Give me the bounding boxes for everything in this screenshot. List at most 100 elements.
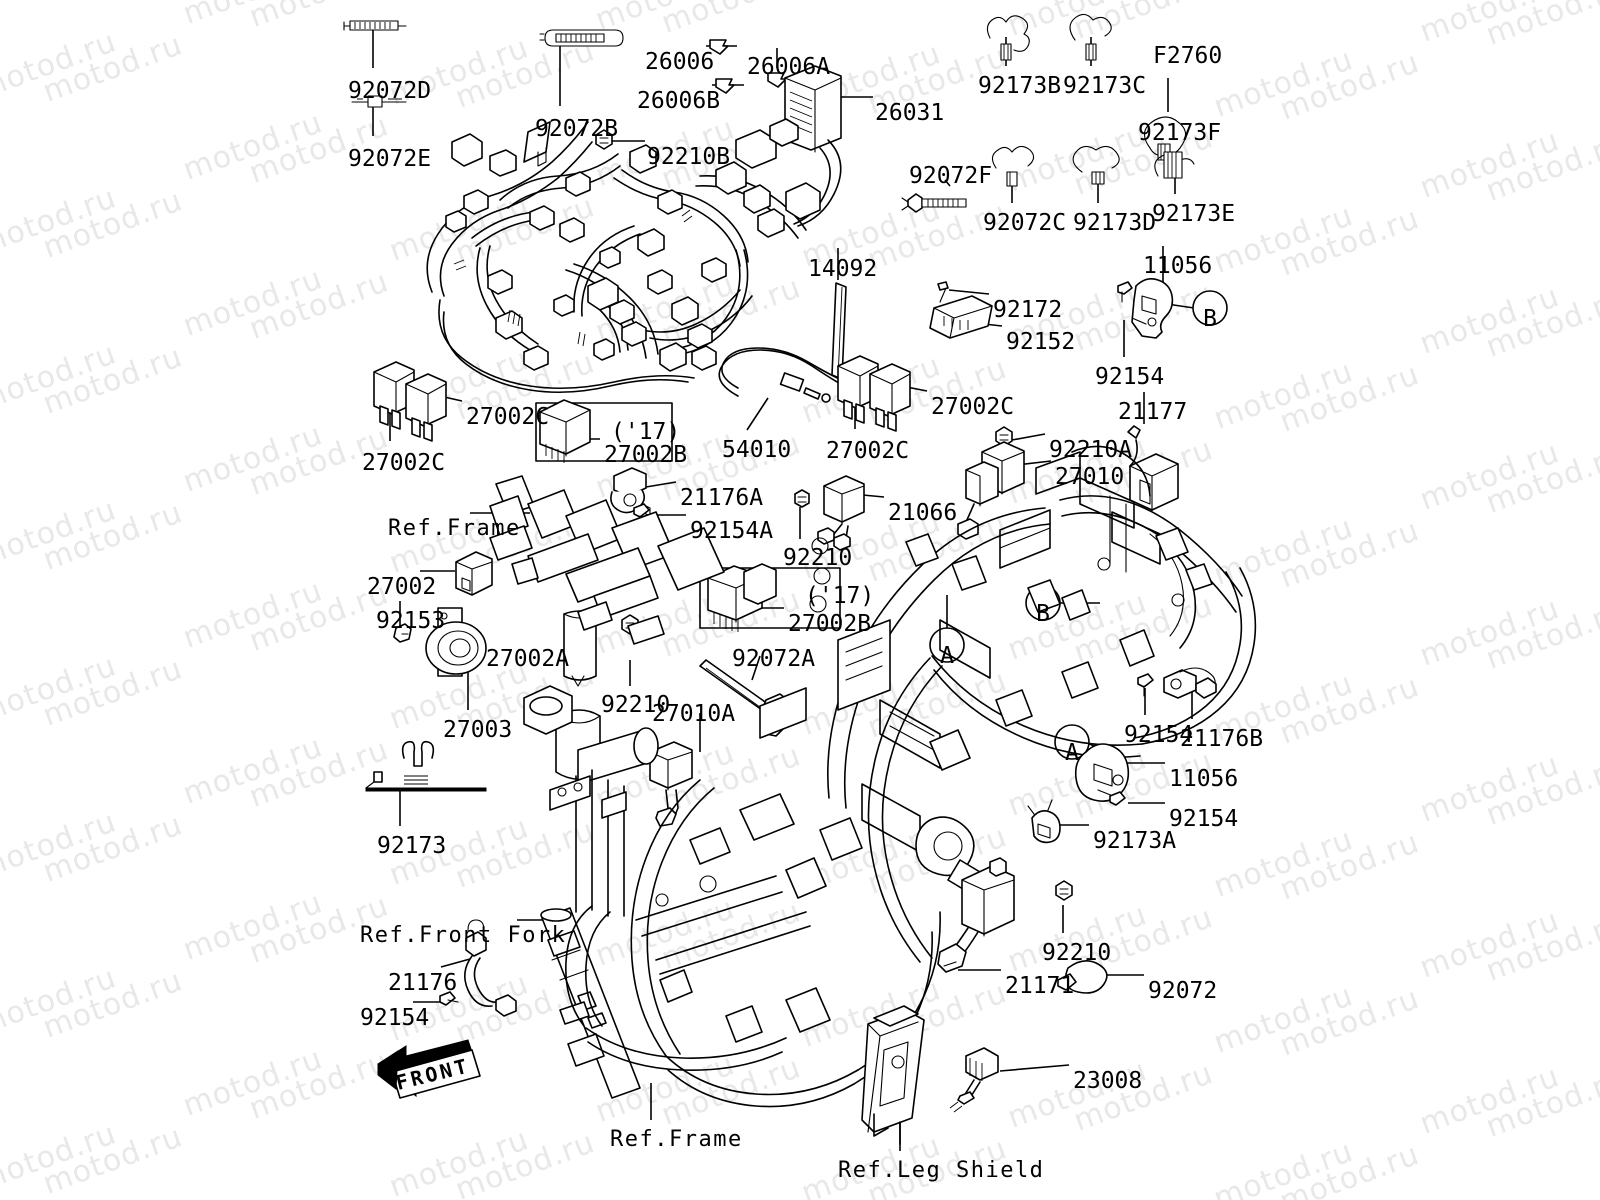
part-92210A-nut <box>995 426 1013 447</box>
part-21176B-sensor <box>1163 667 1217 699</box>
part-26006-clip <box>709 39 729 55</box>
part-21176-sensor-front <box>464 919 517 1017</box>
callout-92210: 92210 <box>601 692 671 718</box>
callout-17: ('17) <box>611 419 681 445</box>
part-92173-clip <box>365 740 487 792</box>
callout-92072f: 92072F <box>909 163 993 189</box>
callout-21176: 21176 <box>388 970 458 996</box>
callout-92072b: 92072B <box>535 116 619 142</box>
callout-92152: 92152 <box>1006 329 1076 355</box>
callout-11056: 11056 <box>1169 766 1239 792</box>
part-92072C-clamp <box>991 145 1035 187</box>
part-11056-bracket-top <box>1131 278 1174 339</box>
harness-tape-wraps <box>453 209 693 347</box>
callout-92173: 92173 <box>377 833 447 859</box>
part-92173B-clamp <box>986 15 1030 61</box>
frame-brackets <box>489 475 1213 907</box>
part-27002C-relay-2 <box>405 373 447 442</box>
callout-92072d: 92072D <box>348 78 432 104</box>
callout-a: A <box>940 643 954 669</box>
callout-92072e: 92072E <box>348 146 432 172</box>
part-27002B-inset-top <box>535 399 673 463</box>
callout-27002: 27002 <box>367 574 437 600</box>
callout-ref-leg-shield: Ref.Leg Shield <box>838 1158 1045 1183</box>
callout-b: B <box>1036 601 1050 627</box>
part-92152-connector <box>929 295 993 339</box>
part-21171-coil <box>937 857 1015 973</box>
part-27002B-inset-bottom <box>699 563 841 632</box>
callout-92153: 92153 <box>376 608 446 634</box>
motorcycle-frame-assembly <box>489 445 1257 1108</box>
part-27002C-relay-3 <box>837 355 879 424</box>
callout-27002a: 27002A <box>486 646 570 672</box>
part-92154-bolt-front <box>439 991 459 1006</box>
callout-27002c: 27002C <box>826 438 910 464</box>
callout-26006a: 26006A <box>747 54 831 80</box>
callout-92154: 92154 <box>1124 722 1194 748</box>
part-92210B-nut <box>595 129 613 150</box>
part-92173A-clamp <box>1027 799 1061 844</box>
part-92154-bolt-top <box>1117 281 1133 303</box>
part-92173E-clamp <box>1154 151 1195 179</box>
part-27002C-relay-4 <box>869 363 911 432</box>
part-27010-relay <box>957 441 1025 540</box>
callout-ref-frame: Ref.Frame <box>610 1127 743 1152</box>
callout-92210b: 92210B <box>647 144 731 170</box>
callout-92173c: 92173C <box>1063 73 1147 99</box>
harness-connectors <box>445 118 821 372</box>
part-92154-bolt-right-upper <box>1137 673 1154 697</box>
part-21066-regulator <box>817 475 865 551</box>
part-27002C-relay-1 <box>373 361 415 430</box>
callout-23008: 23008 <box>1073 1068 1143 1094</box>
callout-92154: 92154 <box>1095 364 1165 390</box>
callout-27002c: 27002C <box>362 450 446 476</box>
callout-a: A <box>1065 740 1079 766</box>
part-92072F-cable-tie <box>901 193 967 213</box>
part-92154-bolt-right-lower <box>1109 791 1126 806</box>
callout-92154: 92154 <box>360 1005 430 1031</box>
part-27002-relay <box>455 551 493 596</box>
callout-27003: 27003 <box>443 717 513 743</box>
callout-14092: 14092 <box>808 256 878 282</box>
callout-17: ('17) <box>805 583 875 609</box>
part-27003-horn <box>425 607 487 677</box>
part-23008-bulb <box>949 1047 999 1113</box>
part-92072D-cable-tie <box>343 20 407 31</box>
callout-21171: 21171 <box>1005 973 1075 999</box>
part-92210-nut-a <box>794 489 810 508</box>
callout-b: B <box>1203 306 1217 332</box>
callout-92173b: 92173B <box>978 73 1062 99</box>
callout-92173f: 92173F <box>1138 120 1222 146</box>
callout-92072a: 92072A <box>732 646 816 672</box>
callout-27002c: 27002C <box>466 404 550 430</box>
callout-ref-frame: Ref.Frame <box>388 516 521 541</box>
part-92173D-clamp <box>1072 145 1120 185</box>
part-92172-screw <box>937 281 949 303</box>
part-92153-bolt <box>393 623 412 643</box>
callout-92072c: 92072C <box>983 210 1067 236</box>
callout-54010: 54010 <box>722 437 792 463</box>
callout-92072: 92072 <box>1148 978 1218 1004</box>
part-26031-ecu <box>784 65 842 227</box>
callout-92173d: 92173D <box>1073 210 1157 236</box>
part-92210-nut-c <box>1055 880 1073 901</box>
callout-92172: 92172 <box>993 297 1063 323</box>
callout-21066: 21066 <box>888 500 958 526</box>
part-54010-cable <box>718 347 849 403</box>
callout-26031: 26031 <box>875 100 945 126</box>
callout-f2760: F2760 <box>1153 43 1223 69</box>
callout-92173e: 92173E <box>1152 201 1236 227</box>
callout-21176b: 21176B <box>1180 726 1264 752</box>
part-92072-tie <box>1057 960 1108 994</box>
ref-leg-shield <box>861 1005 925 1145</box>
callout-92154: 92154 <box>1169 806 1239 832</box>
callout-21177: 21177 <box>1118 399 1188 425</box>
part-wiring-harness <box>426 118 821 394</box>
part-92173C-clamp <box>1069 13 1112 61</box>
callout-21176a: 21176A <box>680 485 764 511</box>
callout-92210: 92210 <box>1042 940 1112 966</box>
callout-ref-front-fork: Ref.Front Fork <box>360 923 567 948</box>
